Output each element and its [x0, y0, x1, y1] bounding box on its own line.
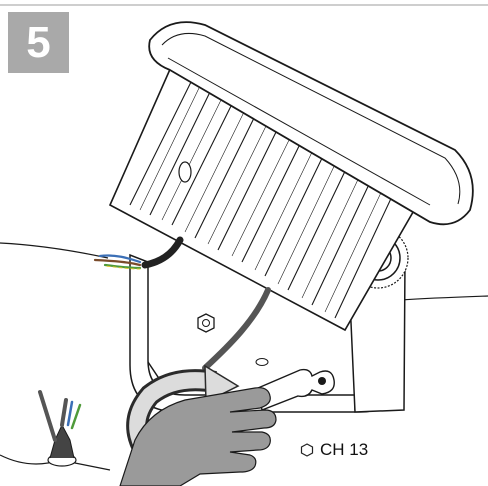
- bracket-bolt: [197, 313, 269, 366]
- floodlight-housing: [108, 21, 474, 332]
- cable-sheath: [141, 236, 184, 269]
- supply-cable: [202, 287, 271, 371]
- cable-gland-detail: [0, 390, 111, 471]
- outgoing-cable: [399, 295, 488, 301]
- wrench-size-label: CH 13: [300, 440, 368, 460]
- hand: [119, 387, 277, 486]
- step-number-badge: 5: [8, 12, 69, 73]
- wrench: [257, 368, 335, 411]
- stripped-wires: [93, 254, 142, 270]
- incoming-cable: [0, 242, 109, 259]
- wrench-size-text: CH 13: [320, 440, 369, 459]
- hexagon-icon: [300, 443, 314, 457]
